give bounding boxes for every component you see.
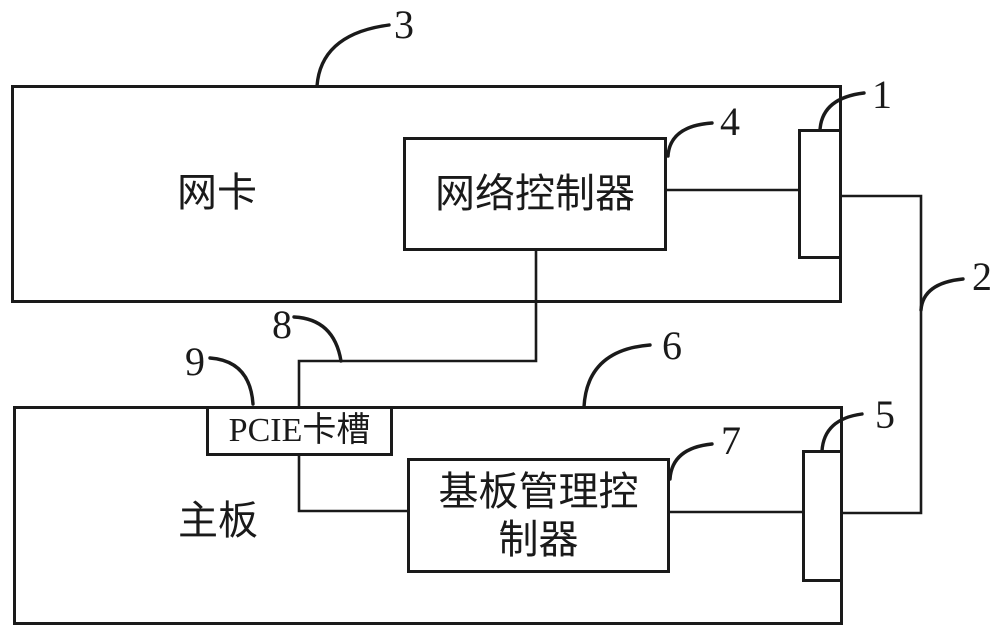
leader-curve-8 — [292, 315, 343, 363]
leader-curve-3 — [315, 23, 391, 88]
motherboard-label: 主板 — [178, 498, 258, 543]
bmc-controller-label: 基板管理控制器 — [438, 468, 639, 562]
ref-label-2: 2 — [972, 254, 992, 299]
leader-curve-9 — [208, 356, 255, 406]
network-controller-box: 网络控制器 — [403, 137, 667, 251]
leader-curve-6 — [582, 343, 652, 409]
ref-label-8: 8 — [272, 302, 292, 347]
ref-label-3: 3 — [394, 2, 414, 47]
pcie-slot-box: PCIE卡槽 — [206, 406, 393, 456]
cable-2-line — [842, 194, 923, 515]
bmc-controller-box: 基板管理控制器 — [407, 458, 670, 573]
ref-label-1: 1 — [872, 72, 892, 117]
leader-curve-2 — [919, 277, 965, 312]
network-card-label: 网卡 — [177, 170, 257, 215]
edge-connector-bottom-box — [802, 450, 843, 582]
ref-label-7: 7 — [721, 418, 741, 463]
pcie-slot-label: PCIE卡槽 — [228, 411, 371, 449]
ref-label-9: 9 — [185, 339, 205, 384]
ref-label-5: 5 — [875, 392, 895, 437]
network-controller-label: 网络控制器 — [435, 171, 635, 216]
ref-label-6: 6 — [662, 323, 682, 368]
edge-connector-top-box — [798, 129, 842, 259]
ref-label-4: 4 — [720, 99, 740, 144]
